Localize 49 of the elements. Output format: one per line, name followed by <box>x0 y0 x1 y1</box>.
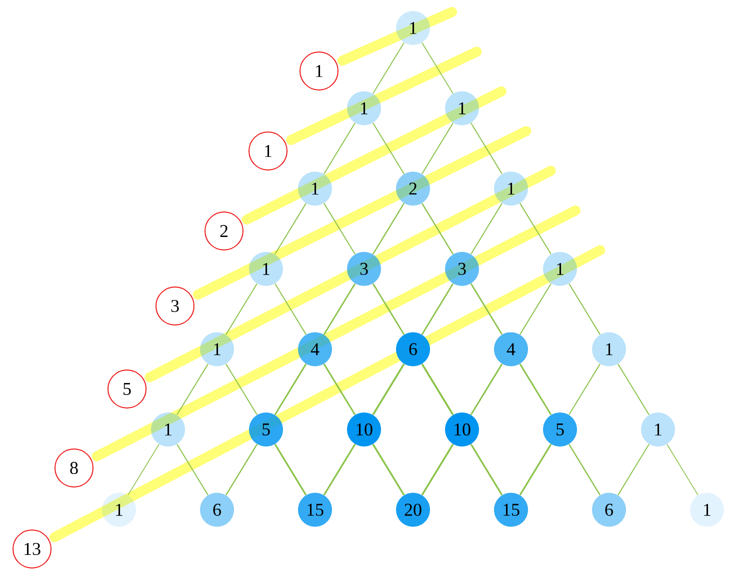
connector-line <box>520 203 552 254</box>
connector-line <box>372 42 404 94</box>
connector-line <box>568 444 601 496</box>
connector-line <box>421 283 454 335</box>
connector-line <box>470 283 503 335</box>
connector-line <box>323 283 356 335</box>
connector-line <box>520 283 552 335</box>
connector-line <box>323 444 356 496</box>
connector-line <box>568 364 600 416</box>
connector-line <box>372 444 405 496</box>
connector-line <box>324 122 356 174</box>
connector-line <box>128 444 160 496</box>
connector-line <box>372 203 405 254</box>
connector-line <box>274 444 307 496</box>
connector-line <box>372 283 405 335</box>
connector-line <box>422 122 454 174</box>
connector-line <box>372 363 405 416</box>
connector-line <box>274 364 307 416</box>
connector-line <box>274 283 306 335</box>
connector-line <box>568 283 600 335</box>
highlight-line <box>192 126 532 300</box>
connector-line <box>421 203 454 254</box>
connector-line <box>226 283 258 335</box>
connector-line <box>618 364 650 416</box>
highlight-line <box>92 206 580 462</box>
connector-line <box>421 444 454 496</box>
connector-line <box>225 444 258 496</box>
connector-line <box>372 122 404 174</box>
connector-line <box>176 364 208 416</box>
highlight-line <box>286 46 482 146</box>
highlight-line <box>50 245 606 542</box>
connector-line <box>470 203 502 254</box>
highlight-line <box>144 166 556 382</box>
connector-line <box>519 364 552 416</box>
connector-line <box>666 444 698 496</box>
connector-line <box>470 444 503 496</box>
connector-line <box>421 363 454 416</box>
connector-line <box>470 122 502 174</box>
connector-line <box>519 444 552 496</box>
connector-line <box>226 364 258 416</box>
connector-line <box>618 444 650 496</box>
connector-line <box>422 42 454 94</box>
connector-line <box>274 203 306 254</box>
connector-line <box>470 364 503 416</box>
connector-line <box>176 444 208 496</box>
highlight-line <box>337 7 457 66</box>
connector-line <box>323 364 356 416</box>
highlight-line <box>242 86 506 225</box>
connector-line <box>324 203 356 254</box>
